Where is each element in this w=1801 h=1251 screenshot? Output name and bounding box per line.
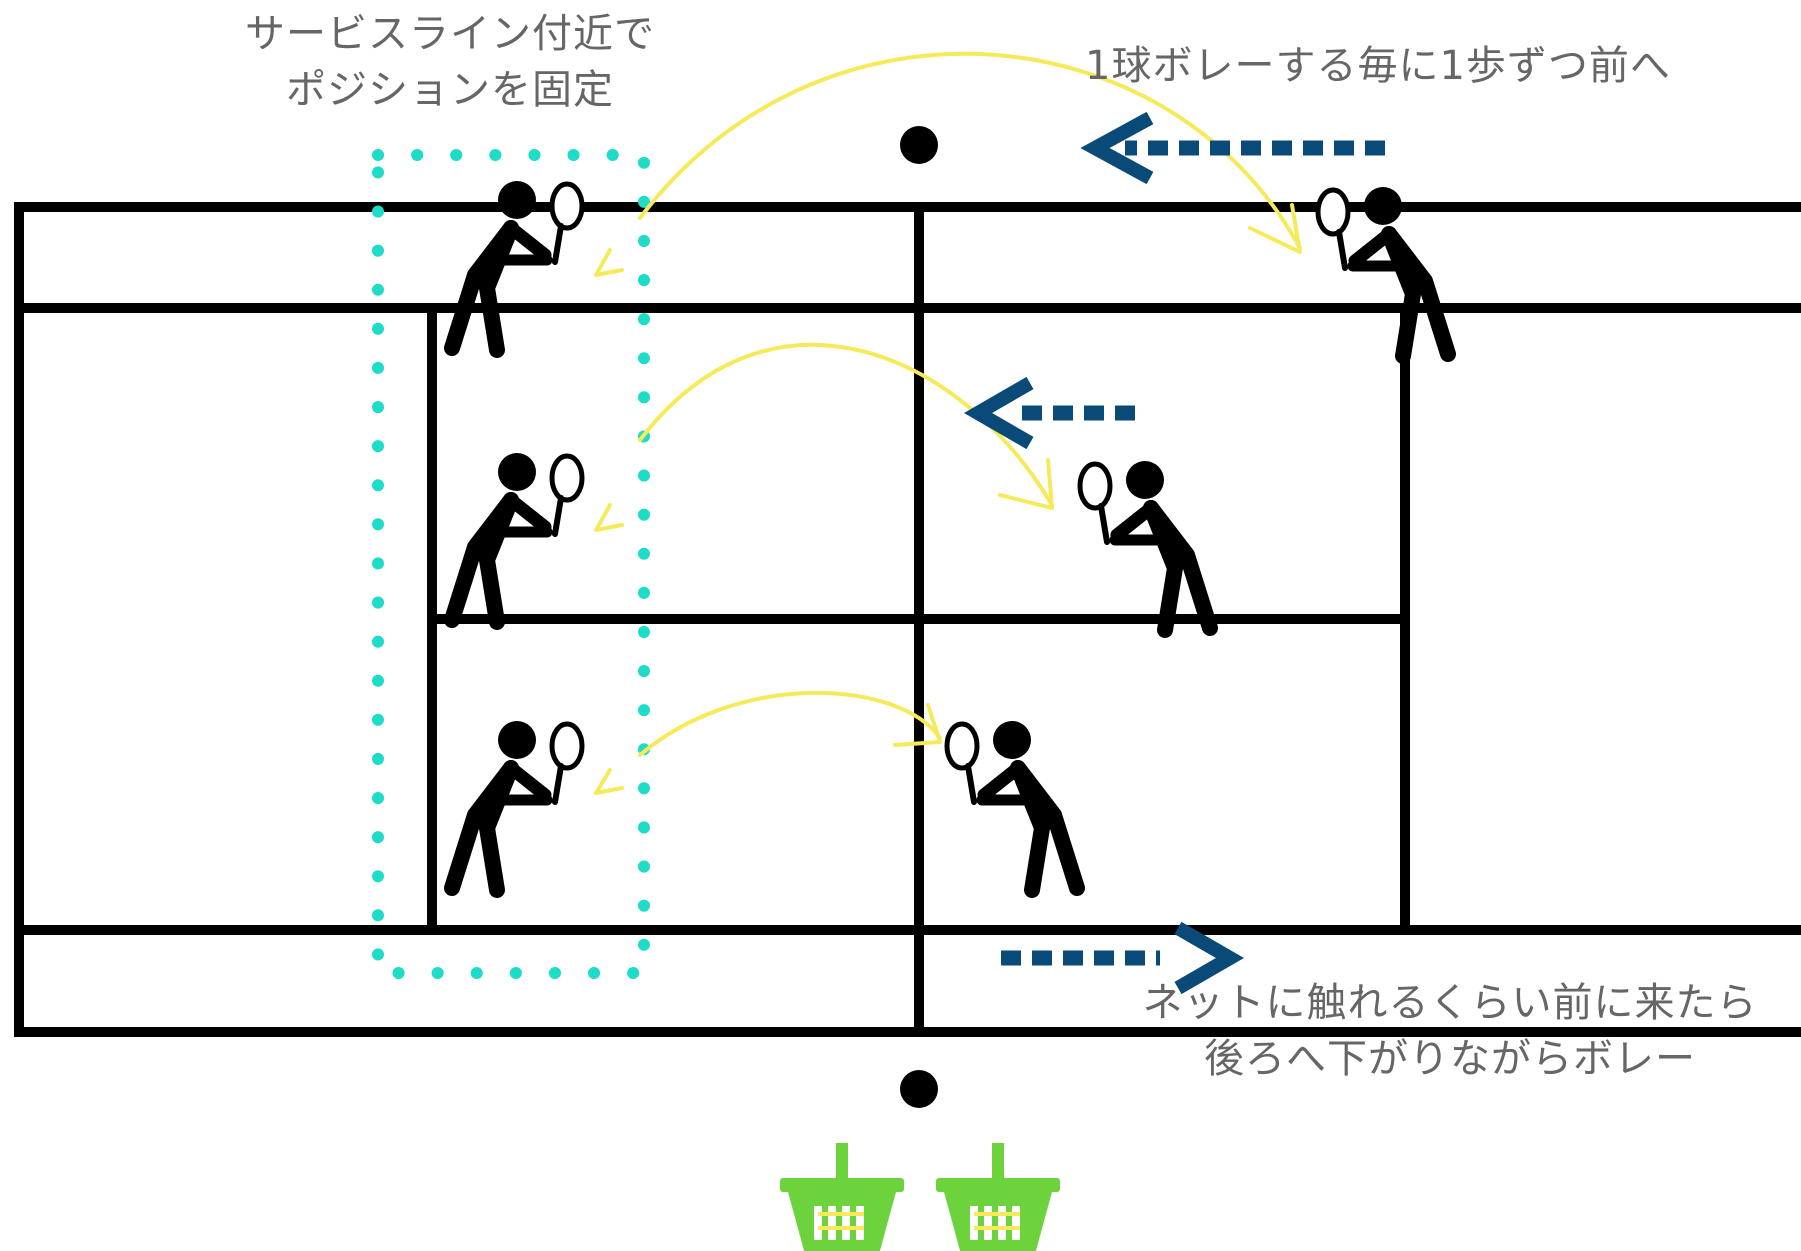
ball-path-top-return-arrowhead — [594, 248, 624, 277]
net-post-top — [900, 126, 938, 164]
fixed-position-note-line-1: サービスライン付近で — [245, 11, 655, 57]
move-back-note-line-1: ネットに触れるくらい前に来たら — [1142, 980, 1758, 1026]
ball-basket-icon — [936, 1143, 1060, 1251]
ball-path-middle-return-arrowhead — [594, 503, 624, 532]
player-icon — [947, 721, 1077, 890]
player-icon — [452, 721, 582, 890]
movement-arrows — [963, 111, 1385, 995]
ball-path-top-arrowhead — [1248, 203, 1302, 254]
ball-path-bottom-return-arrowhead — [594, 768, 624, 795]
player-icon — [452, 453, 582, 622]
arrow-left-icon — [1080, 111, 1154, 185]
arrow-right-icon — [1174, 921, 1245, 995]
net-post-bottom — [900, 1070, 938, 1108]
fixed-position-note-line-2: ポジションを固定 — [286, 67, 614, 113]
move-forward-note: 1球ボレーする毎に1歩ずつ前へ — [1085, 38, 1671, 94]
ball-paths — [594, 51, 1302, 795]
ball-basket-icon — [780, 1143, 904, 1251]
move-back-note-line-2: 後ろへ下がりながらボレー — [1204, 1036, 1696, 1082]
move-forward-note-line: 1球ボレーする毎に1歩ずつ前へ — [1085, 43, 1671, 89]
arrow-left-icon — [963, 376, 1034, 450]
ball-path-bottom-arrowhead — [893, 703, 942, 747]
tennis-court — [14, 202, 1801, 1037]
move-back-note: ネットに触れるくらい前に来たら 後ろへ下がりながらボレー — [1100, 975, 1800, 1087]
ball-path-bottom — [638, 690, 942, 757]
ball-path-top — [638, 51, 1302, 250]
player-icon — [1080, 461, 1210, 630]
fixed-position-zone — [372, 149, 650, 979]
fixed-position-note: サービスライン付近で ポジションを固定 — [150, 6, 750, 118]
ball-path-middle — [638, 342, 1054, 507]
player-icon — [1318, 187, 1448, 356]
ball-path-middle-arrowhead — [998, 458, 1054, 510]
